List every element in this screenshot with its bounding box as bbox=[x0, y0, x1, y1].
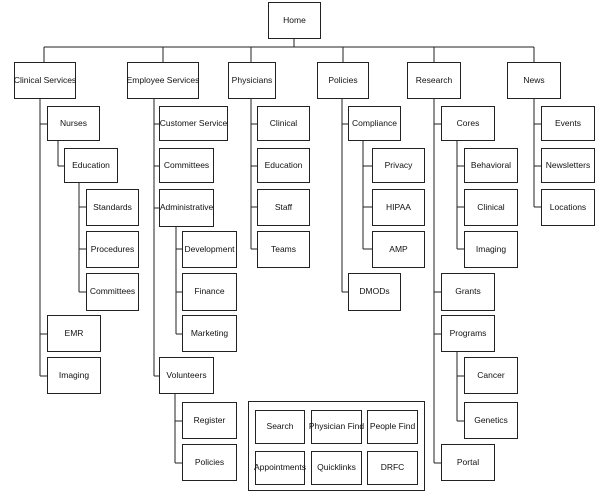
node-physician-find[interactable]: Physician Find bbox=[309, 410, 364, 444]
node-administrative[interactable]: Administrative bbox=[159, 189, 214, 227]
node-people-find[interactable]: People Find bbox=[367, 410, 418, 444]
node-development[interactable]: Development bbox=[182, 231, 237, 268]
node-quicklinks[interactable]: Quicklinks bbox=[311, 451, 362, 485]
node-research-imaging[interactable]: Imaging bbox=[464, 231, 518, 268]
node-volunteers[interactable]: Volunteers bbox=[159, 357, 214, 394]
node-behavioral[interactable]: Behavioral bbox=[464, 148, 518, 183]
node-locations[interactable]: Locations bbox=[541, 189, 595, 226]
node-cores[interactable]: Cores bbox=[441, 106, 495, 141]
node-nurses[interactable]: Nurses bbox=[47, 106, 100, 141]
node-policies[interactable]: Policies bbox=[317, 62, 369, 99]
node-news[interactable]: News bbox=[507, 62, 561, 99]
node-events[interactable]: Events bbox=[541, 106, 595, 141]
node-grants[interactable]: Grants bbox=[441, 273, 495, 311]
node-privacy[interactable]: Privacy bbox=[372, 148, 425, 183]
node-physicians-education[interactable]: Education bbox=[257, 148, 310, 183]
node-clinical-services[interactable]: Clinical Services bbox=[14, 62, 76, 99]
node-portal[interactable]: Portal bbox=[441, 444, 495, 481]
node-employee-committees[interactable]: Committees bbox=[159, 148, 214, 183]
node-genetics[interactable]: Genetics bbox=[464, 402, 518, 439]
node-programs[interactable]: Programs bbox=[441, 315, 495, 352]
node-customer-service[interactable]: Customer Service bbox=[159, 106, 228, 141]
node-cancer[interactable]: Cancer bbox=[464, 357, 518, 394]
node-search[interactable]: Search bbox=[255, 410, 305, 444]
node-marketing[interactable]: Marketing bbox=[182, 315, 237, 352]
node-research[interactable]: Research bbox=[407, 62, 461, 99]
node-register[interactable]: Register bbox=[182, 402, 237, 439]
node-employee-services[interactable]: Employee Services bbox=[127, 62, 199, 99]
node-amp[interactable]: AMP bbox=[372, 231, 425, 268]
node-emr[interactable]: EMR bbox=[47, 315, 101, 352]
node-drfc[interactable]: DRFC bbox=[367, 451, 418, 485]
node-newsletters[interactable]: Newsletters bbox=[541, 148, 595, 183]
node-research-clinical[interactable]: Clinical bbox=[464, 189, 518, 226]
node-physicians-clinical[interactable]: Clinical bbox=[257, 106, 310, 141]
node-dmods[interactable]: DMODs bbox=[348, 273, 401, 311]
node-physicians[interactable]: Physicians bbox=[228, 62, 276, 99]
node-home[interactable]: Home bbox=[268, 2, 321, 39]
node-employee-policies[interactable]: Policies bbox=[182, 444, 237, 481]
node-compliance[interactable]: Compliance bbox=[348, 106, 401, 141]
node-appointments[interactable]: Appointments bbox=[254, 451, 306, 485]
node-procedures[interactable]: Procedures bbox=[86, 231, 139, 268]
node-finance[interactable]: Finance bbox=[182, 273, 237, 311]
node-clinical-imaging[interactable]: Imaging bbox=[47, 357, 101, 394]
node-standards[interactable]: Standards bbox=[86, 189, 139, 226]
node-staff[interactable]: Staff bbox=[257, 189, 310, 226]
node-clinical-committees[interactable]: Committees bbox=[86, 273, 139, 311]
node-education[interactable]: Education bbox=[64, 148, 118, 183]
node-hipaa[interactable]: HIPAA bbox=[372, 189, 425, 226]
node-teams[interactable]: Teams bbox=[257, 231, 310, 268]
